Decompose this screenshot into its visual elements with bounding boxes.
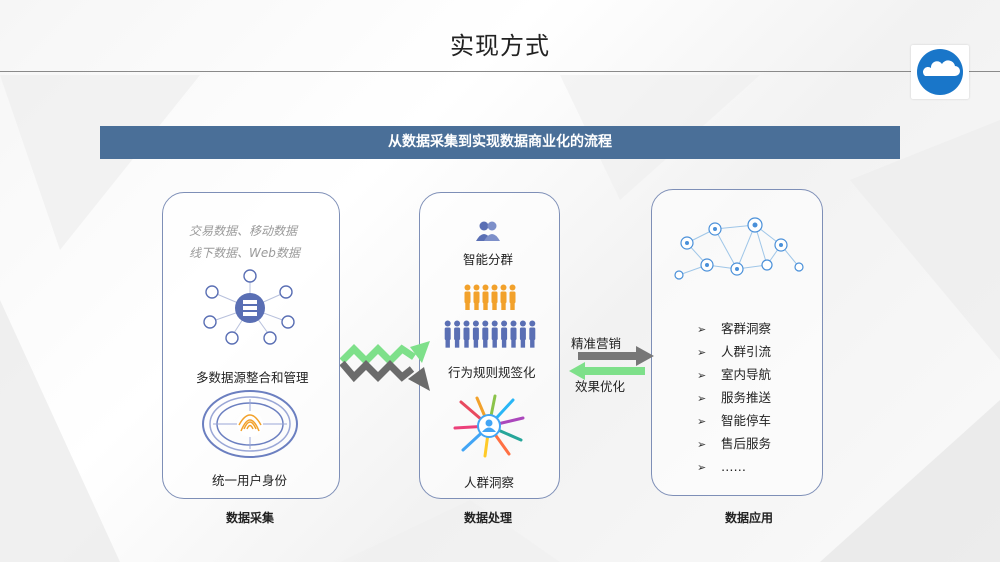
person-icon (491, 320, 498, 348)
person-icon (491, 284, 498, 310)
list-item-label: 售后服务 (721, 436, 772, 451)
cloud-logo-icon (917, 49, 963, 95)
list-item: ➢ …… (697, 455, 771, 478)
backward-arrow-label: 效果优化 (575, 379, 626, 394)
list-item-label: …… (721, 459, 746, 474)
person-icon (482, 320, 489, 348)
integration-label: 多数据源整合和管理 (196, 370, 309, 385)
application-caption: 数据应用 (725, 511, 774, 525)
list-item: ➢ 服务推送 (697, 386, 771, 409)
person-icon (444, 320, 451, 348)
zigzag-arrows-icon (340, 341, 430, 391)
behavior-label: 行为规则规签化 (448, 365, 536, 380)
application-list: ➢ 客群洞察 ➢ 人群引流 ➢ 室内导航 ➢ 服务推送 ➢ 智能停车 ➢ 售后服务 ➢ …… (697, 317, 771, 478)
list-item: ➢ 客群洞察 (697, 317, 771, 340)
list-item-label: 客群洞察 (721, 321, 772, 336)
person-icon (464, 284, 471, 310)
processing-panel (419, 192, 560, 499)
person-icon (529, 320, 536, 348)
list-item-label: 智能停车 (721, 413, 772, 428)
bullet-arrow-icon: ➢ (697, 392, 707, 405)
bullet-arrow-icon: ➢ (697, 438, 707, 451)
person-icon (509, 284, 516, 310)
person-icon (463, 320, 470, 348)
forward-arrow-icon (578, 346, 654, 366)
collection-panel (162, 192, 340, 499)
network-icon (674, 217, 804, 280)
list-item-label: 服务推送 (721, 390, 772, 405)
identity-label: 统一用户身份 (212, 473, 288, 488)
segmentation-label: 智能分群 (463, 252, 514, 267)
person-icon (500, 284, 507, 310)
process-banner: 从数据采集到实现数据商业化的流程 (100, 126, 900, 159)
list-item: ➢ 人群引流 (697, 340, 771, 363)
segmented-people-icon (464, 284, 516, 310)
processing-caption: 数据处理 (464, 511, 513, 525)
list-item-label: 人群引流 (721, 344, 772, 359)
logo (911, 45, 969, 99)
list-item: ➢ 室内导航 (697, 363, 771, 386)
data-sources-line-2: 线下数据、Web数据 (189, 246, 300, 260)
person-icon (519, 320, 526, 348)
user-group-icon (476, 221, 500, 241)
title-divider (0, 71, 1000, 72)
crowd-insight-icon (453, 394, 525, 458)
population-people-icon (444, 320, 536, 348)
application-panel (651, 189, 823, 496)
bullet-arrow-icon: ➢ (697, 461, 707, 474)
data-hub-icon (203, 269, 295, 345)
data-sources-line-1: 交易数据、移动数据 (189, 224, 298, 238)
collection-caption: 数据采集 (226, 511, 275, 525)
bullet-arrow-icon: ➢ (697, 369, 707, 382)
list-item: ➢ 售后服务 (697, 432, 771, 455)
person-icon (482, 284, 489, 310)
list-item-label: 室内导航 (721, 367, 772, 382)
bullet-arrow-icon: ➢ (697, 323, 707, 336)
person-icon (472, 320, 479, 348)
bullet-arrow-icon: ➢ (697, 415, 707, 428)
forward-arrow-label: 精准营销 (571, 336, 622, 351)
fingerprint-icon (202, 390, 298, 458)
backward-arrow-icon (569, 362, 645, 380)
bullet-arrow-icon: ➢ (697, 346, 707, 359)
person-icon (510, 320, 517, 348)
person-icon (501, 320, 508, 348)
insight-label: 人群洞察 (464, 475, 515, 490)
person-icon (454, 320, 461, 348)
person-icon (473, 284, 480, 310)
list-item: ➢ 智能停车 (697, 409, 771, 432)
slide-title: 实现方式 (450, 32, 550, 60)
